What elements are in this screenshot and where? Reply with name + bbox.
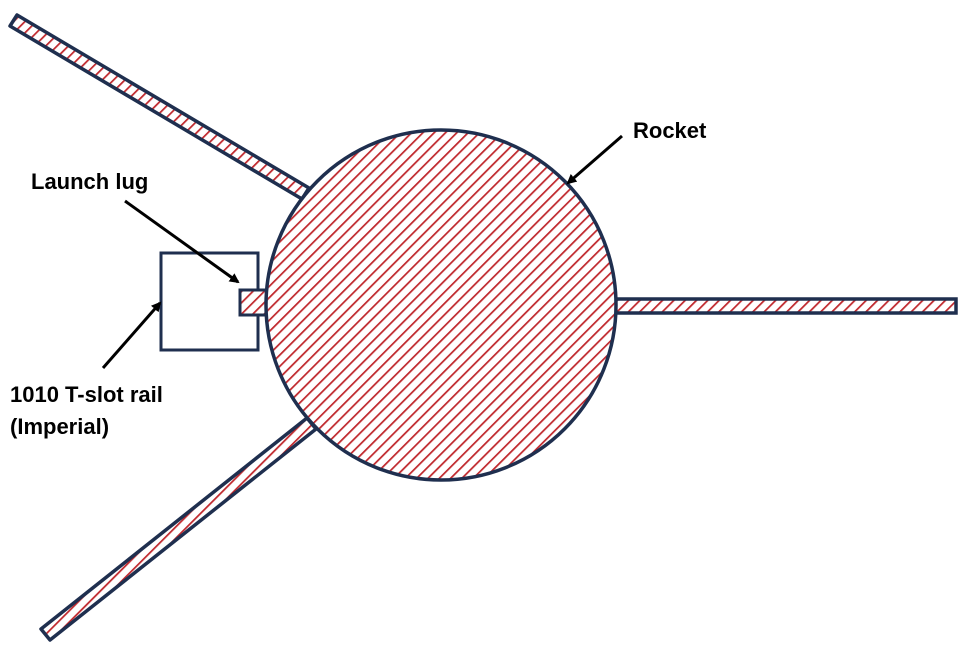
rocket-label: Rocket xyxy=(633,118,707,143)
rail-arrow xyxy=(101,301,162,369)
rail-label-line2: (Imperial) xyxy=(10,414,109,439)
rocket-body xyxy=(264,128,618,482)
rocket-arrow xyxy=(566,134,623,185)
fin-lower-left xyxy=(39,416,318,642)
launch-lug-arrow xyxy=(124,199,240,284)
fin-right xyxy=(610,297,958,315)
rail-label-line1: 1010 T-slot rail xyxy=(10,382,163,407)
launch-lug xyxy=(238,288,269,317)
launch-lug-label: Launch lug xyxy=(31,169,148,194)
